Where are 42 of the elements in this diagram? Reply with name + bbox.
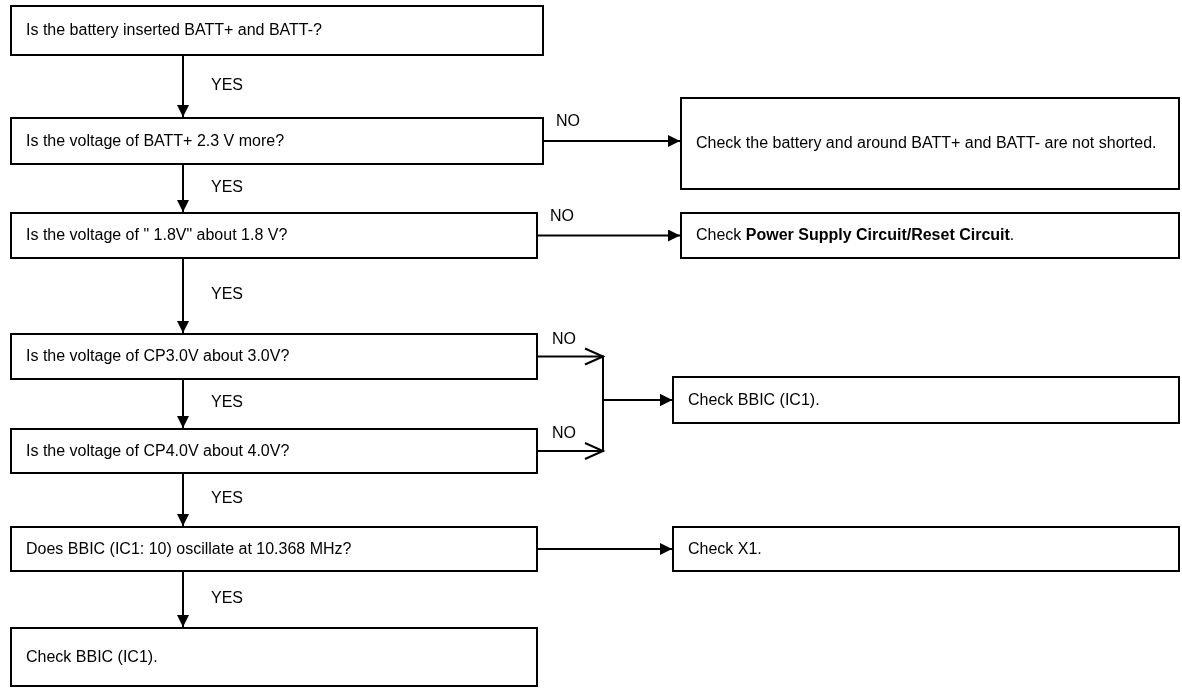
edge-label: YES (211, 589, 243, 606)
arrow (177, 379, 189, 429)
process-box (10, 627, 538, 687)
edge-label: NO (552, 425, 576, 441)
process-box (10, 5, 544, 56)
process-box (672, 376, 1180, 424)
process-box (10, 212, 538, 259)
process-box (10, 526, 538, 572)
arrow (177, 55, 189, 118)
box-text: Check the battery and around BATT+ and BATT- are not shorted. (696, 133, 1158, 154)
box-text: Is the voltage of CP3.0V about 3.0V? (26, 346, 291, 367)
box-text: Check Power Supply Circuit/Reset Circuit. (696, 225, 1016, 246)
edge-label: NO (556, 113, 580, 129)
box-text: Is the voltage of BATT+ 2.3 V more? (26, 130, 286, 151)
arrow (543, 135, 681, 147)
process-box (10, 117, 544, 165)
process-box (680, 97, 1180, 190)
arrow (177, 571, 189, 628)
arrow (177, 258, 189, 334)
arrow (537, 229, 681, 242)
edge-label: YES (211, 394, 243, 410)
edge-label: NO (550, 207, 574, 224)
process-box (10, 333, 538, 380)
box-text: Is the voltage of " 1.8V" about 1.8 V? (26, 225, 289, 246)
arrow (177, 164, 189, 213)
edge-label: YES (211, 490, 243, 506)
edge-label: YES (211, 178, 243, 195)
box-text: Check BBIC (IC1). (688, 389, 821, 410)
edge-label: YES (211, 76, 243, 93)
box-text: Does BBIC (IC1: 10) oscillate at 10.368 MHz? (26, 538, 353, 559)
box-text: Is the battery inserted BATT+ and BATT-? (26, 20, 323, 41)
process-box (680, 212, 1180, 259)
box-text: Is the voltage of CP4.0V about 4.0V? (26, 440, 291, 461)
box-text: Check BBIC (IC1). (26, 646, 159, 667)
process-box (10, 428, 538, 474)
edge-label: YES (211, 286, 243, 302)
arrow (177, 473, 189, 527)
edge-label: NO (552, 330, 576, 347)
box-text: Check X1. (688, 538, 763, 559)
process-box (672, 526, 1180, 572)
arrow (537, 394, 673, 460)
arrow (537, 543, 673, 555)
